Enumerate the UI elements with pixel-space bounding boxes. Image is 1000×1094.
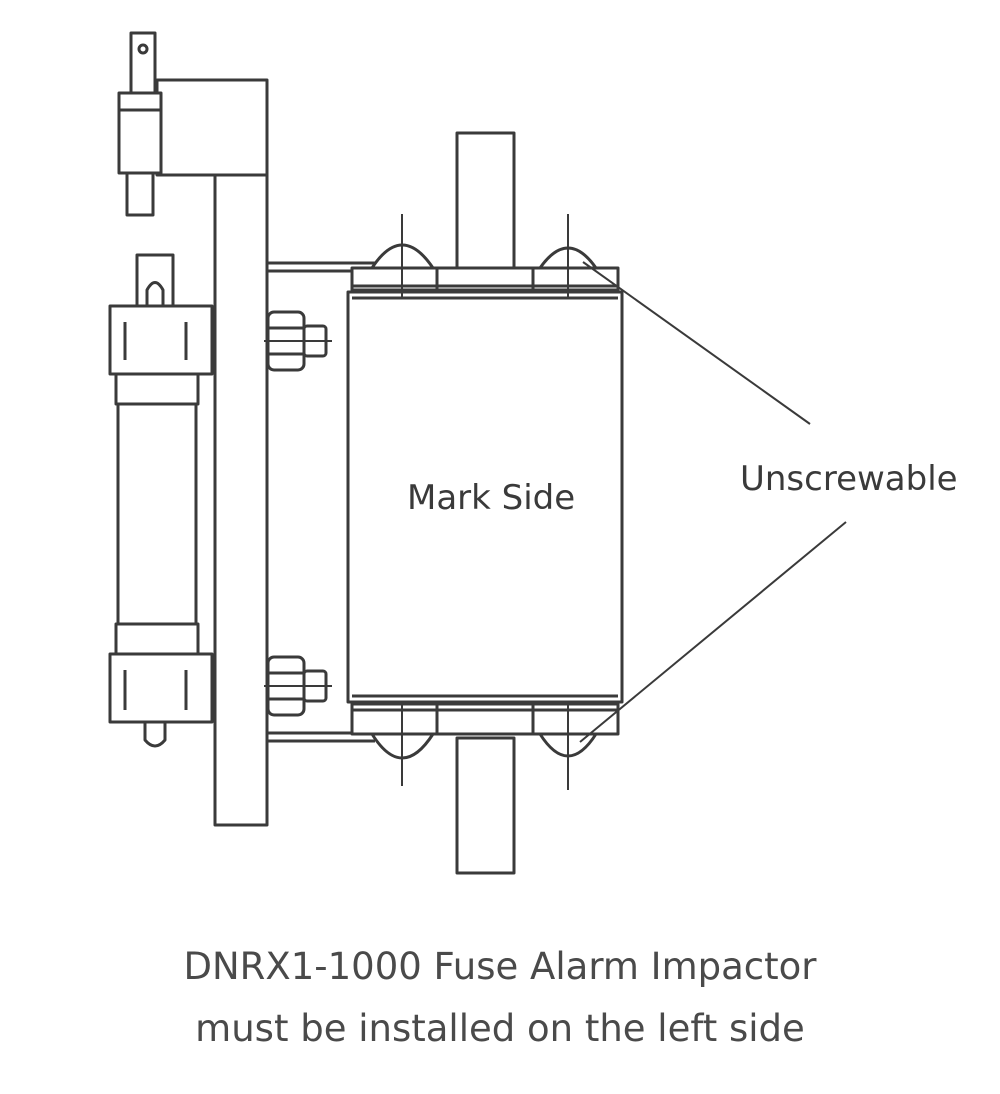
unscrewable-label: Unscrewable (740, 459, 958, 499)
unscrewable-leader-lines (579, 261, 847, 743)
fuse-body (346, 266, 624, 736)
diagram-caption: DNRX1-1000 Fuse Alarm Impactor must be i… (0, 936, 1000, 1060)
caption-line-1: DNRX1-1000 Fuse Alarm Impactor (183, 945, 817, 988)
caption-line-2: must be installed on the left side (195, 1007, 805, 1050)
bottom-nut (264, 655, 332, 717)
busbar (455, 131, 516, 875)
fuse-alarm-impactor (108, 253, 214, 748)
mounting-plate (155, 78, 269, 827)
mark-side-label: Mark Side (407, 478, 576, 518)
top-terminal-assembly (117, 31, 163, 217)
top-nut (264, 310, 332, 372)
